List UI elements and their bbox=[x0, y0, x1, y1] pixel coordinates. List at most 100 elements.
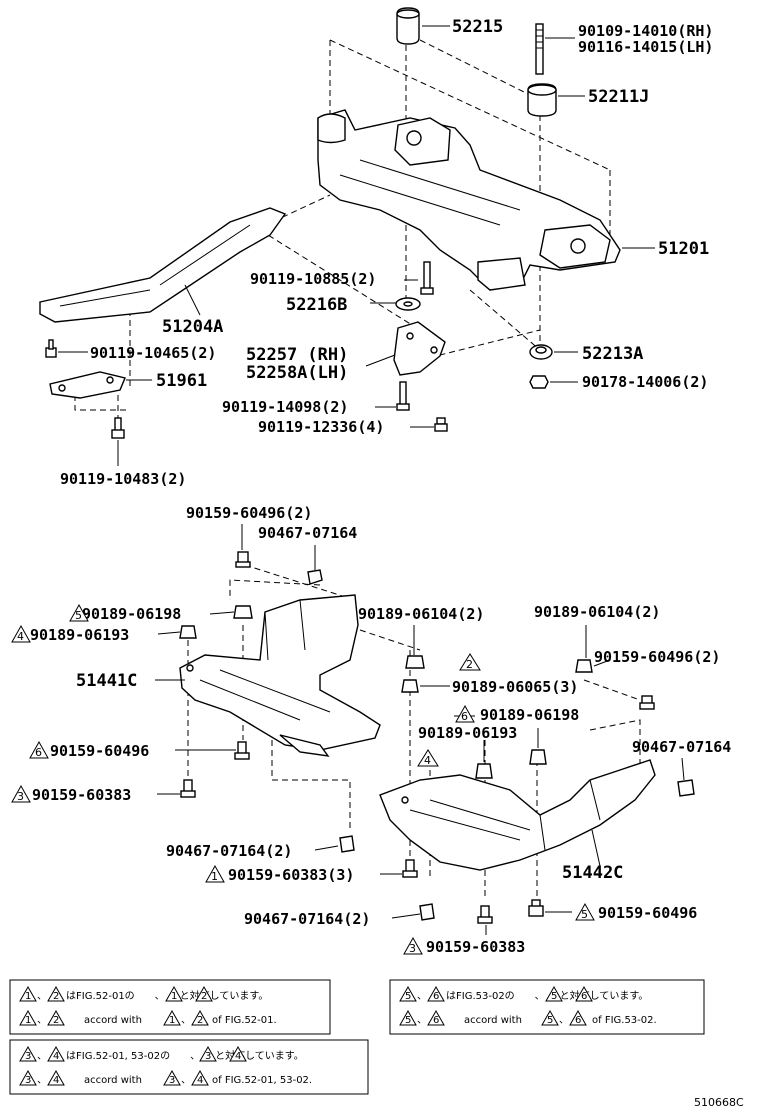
label-90189-06198-a[interactable]: 90189-06198 bbox=[82, 605, 181, 623]
label-90178-14006[interactable]: 90178-14006(2) bbox=[582, 373, 708, 391]
label-90467-07164-b[interactable]: 90467-07164 bbox=[632, 738, 731, 756]
ref-triangle-3-a: 3 bbox=[11, 784, 31, 803]
retainer-52216b[interactable] bbox=[395, 297, 421, 311]
label-90109-14010[interactable]: 90109-14010(RH) bbox=[578, 22, 713, 40]
clip-90189-06104-b[interactable] bbox=[575, 659, 593, 673]
svg-text:accord with: accord with bbox=[464, 1015, 522, 1026]
svg-text:6: 6 bbox=[433, 991, 439, 1002]
label-90119-12336[interactable]: 90119-12336(4) bbox=[258, 418, 384, 436]
bracket-51961[interactable] bbox=[49, 371, 126, 399]
label-90159-60383-3[interactable]: 90159-60383(3) bbox=[228, 866, 354, 884]
label-90159-60496-b[interactable]: 90159-60496 bbox=[598, 904, 697, 922]
label-90159-60496-2-b[interactable]: 90159-60496(2) bbox=[594, 648, 720, 666]
label-90467-07164-2-a[interactable]: 90467-07164(2) bbox=[166, 842, 292, 860]
svg-text:、: 、 bbox=[181, 1075, 191, 1086]
svg-text:6: 6 bbox=[575, 1015, 581, 1026]
clip-90467-07164-b[interactable] bbox=[677, 779, 695, 797]
reference-triangles: 5 4 2 6 6 4 3 1 bbox=[11, 603, 595, 955]
svg-text:、: 、 bbox=[37, 1075, 47, 1086]
label-51961[interactable]: 51961 bbox=[156, 371, 207, 391]
svg-text:5: 5 bbox=[75, 609, 82, 622]
label-90119-10465[interactable]: 90119-10465(2) bbox=[90, 344, 216, 362]
bush-52211j[interactable] bbox=[527, 83, 557, 117]
brace-51204a[interactable] bbox=[39, 207, 287, 323]
label-90119-10885[interactable]: 90119-10885(2) bbox=[250, 270, 376, 288]
svg-text:6: 6 bbox=[461, 710, 468, 723]
bolt-90109[interactable] bbox=[535, 23, 544, 75]
bolt-90119-10885[interactable] bbox=[420, 261, 434, 295]
label-90189-06198-b[interactable]: 90189-06198 bbox=[480, 706, 579, 724]
nut-90178[interactable] bbox=[529, 375, 549, 389]
clip-90159-60496-b[interactable] bbox=[639, 695, 655, 710]
label-90189-06193-a[interactable]: 90189-06193 bbox=[30, 626, 129, 644]
label-90189-06193-b[interactable]: 90189-06193 bbox=[418, 724, 517, 742]
figure-code: 510668C bbox=[694, 1096, 744, 1109]
bolt-90119-10483[interactable] bbox=[111, 417, 125, 439]
svg-text:1: 1 bbox=[171, 991, 177, 1002]
label-51441c[interactable]: 51441C bbox=[76, 671, 137, 691]
label-52213a[interactable]: 52213A bbox=[582, 344, 643, 364]
label-51201[interactable]: 51201 bbox=[658, 239, 709, 259]
svg-text:2: 2 bbox=[53, 1015, 59, 1026]
svg-text:、: 、 bbox=[37, 1015, 47, 1026]
bolt-90119-10465[interactable] bbox=[45, 339, 57, 358]
label-90159-60383-a[interactable]: 90159-60383 bbox=[32, 786, 131, 804]
svg-text:of FIG.52-01, 53-02.: of FIG.52-01, 53-02. bbox=[212, 1075, 312, 1086]
clip-90189-06065[interactable] bbox=[401, 679, 419, 693]
crossmember-51201[interactable] bbox=[317, 109, 621, 291]
label-90189-06065[interactable]: 90189-06065(3) bbox=[452, 678, 578, 696]
bracket-52257[interactable] bbox=[393, 321, 446, 376]
clip-90159-60496-top[interactable] bbox=[235, 551, 251, 568]
clip-90467-07164-2a[interactable] bbox=[339, 835, 355, 853]
label-90189-06104-2-a[interactable]: 90189-06104(2) bbox=[358, 605, 484, 623]
label-90116-14015[interactable]: 90116-14015(LH) bbox=[578, 38, 713, 56]
note-box-3: 3 、 4 はFIG.52-01, 53-02の 、 と対応しています。 3 4… bbox=[9, 1039, 369, 1095]
bolt-90119-12336[interactable] bbox=[434, 417, 448, 432]
nut-52213a[interactable] bbox=[529, 344, 553, 360]
clip-90467-07164-2b[interactable] bbox=[419, 903, 435, 921]
svg-text:、: 、 bbox=[181, 1015, 191, 1026]
label-51442c[interactable]: 51442C bbox=[562, 863, 623, 883]
svg-text:1: 1 bbox=[211, 870, 218, 883]
label-90467-07164-2-b[interactable]: 90467-07164(2) bbox=[244, 910, 370, 928]
svg-text:accord with: accord with bbox=[84, 1075, 142, 1086]
cover-51441c[interactable] bbox=[179, 594, 381, 757]
clip-90467-07164-top[interactable] bbox=[307, 569, 323, 585]
svg-text:3: 3 bbox=[169, 1075, 175, 1086]
clip-90189-06193-a[interactable] bbox=[179, 625, 197, 639]
clip-90189-06198-b[interactable] bbox=[529, 749, 547, 765]
label-90159-60383-b[interactable]: 90159-60383 bbox=[426, 938, 525, 956]
label-90159-60496-a[interactable]: 90159-60496 bbox=[50, 742, 149, 760]
label-52257[interactable]: 52257 (RH) bbox=[246, 345, 348, 365]
clip-90189-06104-a[interactable] bbox=[405, 655, 425, 669]
bush-52215[interactable] bbox=[396, 7, 420, 45]
label-52215[interactable]: 52215 bbox=[452, 17, 503, 37]
cover-51442c[interactable] bbox=[379, 759, 656, 871]
svg-text:1: 1 bbox=[25, 991, 31, 1002]
label-52211j[interactable]: 52211J bbox=[588, 87, 649, 107]
label-52258a[interactable]: 52258A(LH) bbox=[246, 363, 348, 383]
svg-text:3: 3 bbox=[17, 790, 24, 803]
svg-text:3: 3 bbox=[25, 1075, 31, 1086]
clip-90189-06193-b[interactable] bbox=[475, 763, 493, 779]
label-90467-07164-top[interactable]: 90467-07164 bbox=[258, 524, 357, 542]
clip-90159-60383-3[interactable] bbox=[402, 859, 418, 878]
svg-text:of FIG.52-01.: of FIG.52-01. bbox=[212, 1015, 277, 1026]
svg-text:5: 5 bbox=[581, 908, 588, 921]
clip-90159-60383-b[interactable] bbox=[477, 905, 493, 924]
label-51204a[interactable]: 51204A bbox=[162, 317, 223, 337]
clip-90159-60496-c[interactable] bbox=[234, 741, 250, 760]
label-52216b[interactable]: 52216B bbox=[286, 295, 347, 315]
svg-text:4: 4 bbox=[235, 1051, 241, 1062]
svg-text:はFIG.52-01の 、 と対応しています。: はFIG.52-01の 、 と対応しています。 bbox=[66, 989, 268, 1002]
svg-text:6: 6 bbox=[433, 1015, 439, 1026]
clip-90159-60496-d[interactable] bbox=[528, 899, 544, 917]
clip-90159-60383-a[interactable] bbox=[180, 779, 196, 798]
label-90119-10483[interactable]: 90119-10483(2) bbox=[60, 470, 186, 488]
label-90159-60496-2-top[interactable]: 90159-60496(2) bbox=[186, 504, 312, 522]
bolt-90119-14098[interactable] bbox=[396, 381, 410, 411]
label-90119-14098[interactable]: 90119-14098(2) bbox=[222, 398, 348, 416]
clip-90189-06198-a[interactable] bbox=[233, 605, 253, 619]
label-90189-06104-2-b[interactable]: 90189-06104(2) bbox=[534, 603, 660, 621]
